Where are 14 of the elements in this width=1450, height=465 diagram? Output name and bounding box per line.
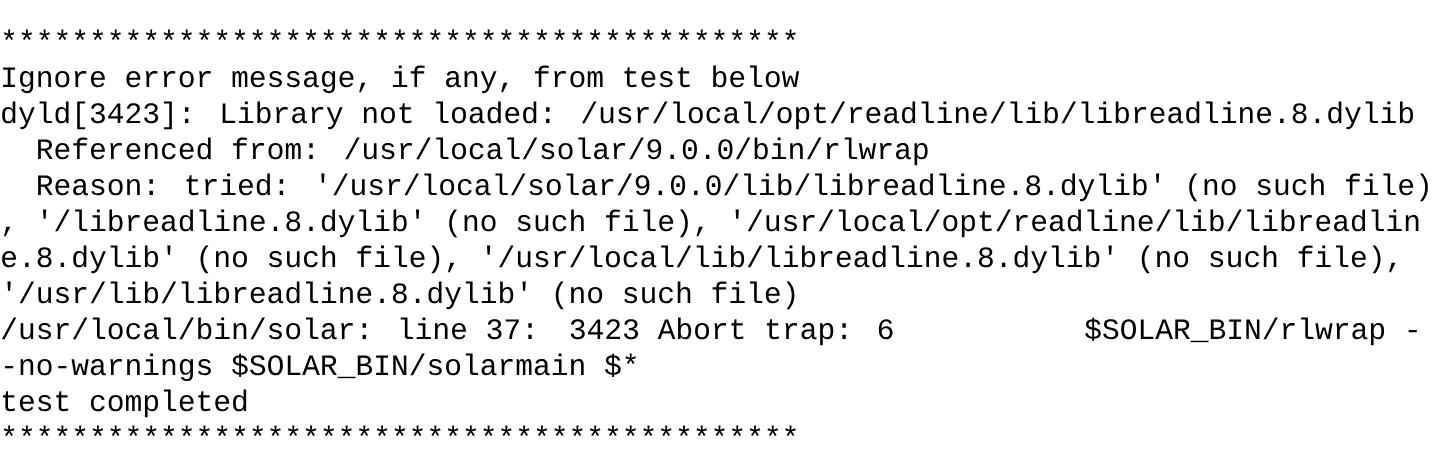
terminal-line: '/usr/lib/libreadline.8.dylib' (no such file) [7,281,795,310]
terminal-line: -no-warnings $SOLAR_BIN/solarmain $* [5,353,636,382]
terminal-line: Ignore error message, if any, from test below [3,65,800,94]
terminal-line: dyld[3423]: Library not loaded: /usr/local/opt/readline/lib/libreadline.8.dylib [2,101,1414,130]
terminal-line: /usr/local/bin/solar: line 37: [1,317,532,340]
terminal-line: $SOLAR_BIN/rlwrap - [1085,317,1417,346]
terminal-line: test completed [2,389,247,418]
terminal-line: e.8.dylib' (no such file), '/usr/local/lib/libreadline.8.dylib' (no such file), [2,245,1396,274]
terminal-line: , '/libreadline.8.dylib' (no such file), '/usr/local/opt/readline/lib/libreadlin [3,209,1419,238]
terminal-line: Reason: tried: '/usr/local/solar/9.0.0/lib/libreadline.8.dylib' (no such file) [38,173,1428,202]
terminal-line: 3423 Abort trap: 6 [570,317,893,346]
terminal-line: ********************************************* [3,29,796,40]
terminal-line: Referenced from: /usr/local/solar/9.0.0/bin/rlwrap [38,137,928,166]
terminal-line: ********************************************* [3,425,796,436]
